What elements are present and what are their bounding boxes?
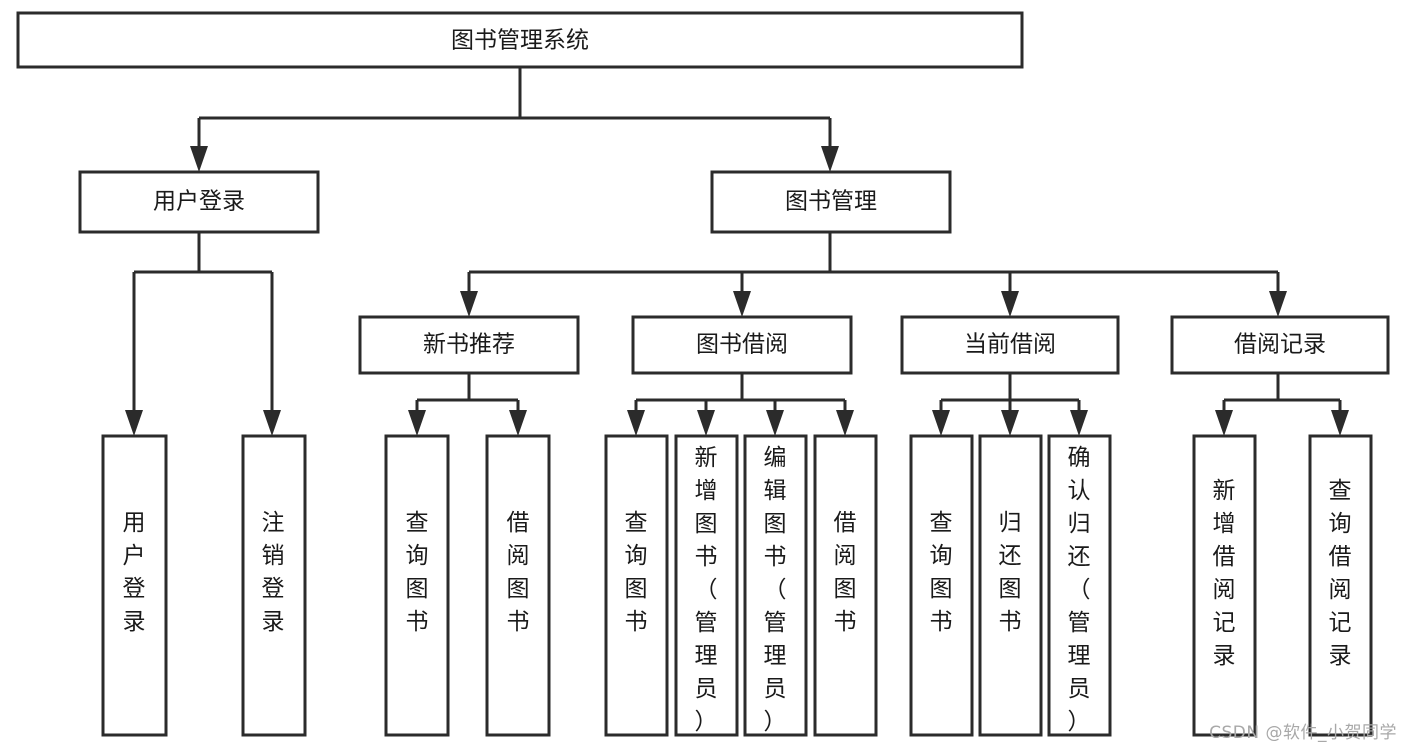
arrow-to-user-login	[190, 146, 208, 172]
node-leaf-borrow-book-1-box[interactable]	[485, 434, 551, 737]
arrow-to-leaf-borrow-book-1	[509, 410, 527, 436]
node-leaf-logout-box[interactable]	[241, 434, 307, 737]
node-leaf-query-record-label: 查询借阅记录	[1329, 478, 1352, 669]
node-leaf-user-login-box[interactable]	[101, 434, 168, 737]
arrow-to-leaf-query-book-2	[627, 410, 645, 436]
node-leaf-add-book-box[interactable]	[674, 434, 739, 737]
node-current-borrow-label: 当前借阅	[964, 332, 1056, 358]
node-leaf-edit-book-box[interactable]	[743, 434, 808, 737]
node-leaf-user-login-label: 用户登录	[123, 510, 146, 635]
arrow-to-leaf-edit-book	[766, 410, 784, 436]
arrow-to-current-borrow	[1001, 291, 1019, 317]
node-leaf-query-book-1-label: 查询图书	[406, 510, 429, 635]
node-book-manage-box[interactable]	[710, 170, 952, 234]
node-leaf-query-book-1-box[interactable]	[384, 434, 450, 737]
node-leaf-add-record-box[interactable]	[1192, 434, 1257, 737]
node-book-manage[interactable]: 图书管理	[710, 170, 952, 234]
node-leaf-borrow-book-1[interactable]: 借阅图书	[485, 434, 551, 737]
arrow-to-leaf-borrow-book-2	[836, 410, 854, 436]
node-borrow-record-box[interactable]	[1170, 315, 1390, 375]
node-current-borrow-box[interactable]	[900, 315, 1120, 375]
node-user-login[interactable]: 用户登录	[78, 170, 320, 234]
node-leaf-confirm-return[interactable]: 确认归还（管理员）	[1047, 434, 1112, 737]
node-leaf-query-record-box[interactable]	[1308, 434, 1373, 737]
node-leaf-borrow-book-2-label: 借阅图书	[834, 510, 857, 635]
node-user-login-label: 用户登录	[153, 189, 245, 215]
node-leaf-return-book-label: 归还图书	[999, 510, 1022, 635]
node-leaf-query-book-3-box[interactable]	[909, 434, 974, 737]
arrow-to-leaf-return-book	[1001, 410, 1019, 436]
arrow-to-leaf-confirm-return	[1070, 410, 1088, 436]
arrow-to-new-book-rec	[460, 291, 478, 317]
node-leaf-query-record[interactable]: 查询借阅记录	[1308, 434, 1373, 737]
node-borrow-record-label: 借阅记录	[1234, 332, 1326, 358]
node-leaf-add-record[interactable]: 新增借阅记录	[1192, 434, 1257, 737]
node-current-borrow[interactable]: 当前借阅	[900, 315, 1120, 375]
node-leaf-borrow-book-2[interactable]: 借阅图书	[813, 434, 878, 737]
arrow-to-leaf-user-login	[125, 410, 143, 436]
node-leaf-add-book[interactable]: 新增图书（管理员）	[674, 434, 739, 737]
node-leaf-logout[interactable]: 注销登录	[241, 434, 307, 737]
node-leaf-user-login[interactable]: 用户登录	[101, 434, 168, 737]
node-borrow-record[interactable]: 借阅记录	[1170, 315, 1390, 375]
arrow-to-book-manage	[821, 146, 839, 172]
node-leaf-query-book-3-label: 查询图书	[930, 510, 953, 635]
node-leaf-query-book-2-label: 查询图书	[625, 510, 648, 635]
node-leaf-query-book-2[interactable]: 查询图书	[604, 434, 669, 737]
node-user-login-box[interactable]	[78, 170, 320, 234]
arrow-to-leaf-add-book	[697, 410, 715, 436]
node-book-borrow-label: 图书借阅	[696, 332, 788, 358]
node-leaf-return-book[interactable]: 归还图书	[978, 434, 1043, 737]
node-new-book-rec-label: 新书推荐	[423, 332, 515, 358]
csdn-watermark: CSDN @软件_小贺同学	[1209, 723, 1397, 743]
node-leaf-query-book-1[interactable]: 查询图书	[384, 434, 450, 737]
node-leaf-borrow-book-1-label: 借阅图书	[507, 510, 530, 635]
arrow-to-leaf-query-book-3	[932, 410, 950, 436]
node-leaf-add-book-label: 新增图书（管理员）	[695, 445, 718, 735]
arrow-to-leaf-query-record	[1331, 410, 1349, 436]
connector-layer	[125, 67, 1349, 436]
node-leaf-edit-book-label: 编辑图书（管理员）	[764, 445, 787, 735]
node-leaf-edit-book[interactable]: 编辑图书（管理员）	[743, 434, 808, 737]
node-leaf-confirm-return-label: 确认归还（管理员）	[1068, 445, 1091, 735]
arrow-to-leaf-add-record	[1215, 410, 1233, 436]
arrow-to-leaf-query-book-1	[408, 410, 426, 436]
node-leaf-logout-label: 注销登录	[262, 510, 285, 635]
node-book-borrow[interactable]: 图书借阅	[631, 315, 853, 375]
node-new-book-rec-box[interactable]	[358, 315, 580, 375]
node-leaf-return-book-box[interactable]	[978, 434, 1043, 737]
node-leaf-add-record-label: 新增借阅记录	[1213, 478, 1236, 669]
node-leaf-confirm-return-box[interactable]	[1047, 434, 1112, 737]
node-book-manage-label: 图书管理	[785, 189, 877, 215]
arrow-to-borrow-record	[1269, 291, 1287, 317]
node-root[interactable]: 图书管理系统	[16, 11, 1024, 69]
node-book-borrow-box[interactable]	[631, 315, 853, 375]
node-leaf-query-book-3[interactable]: 查询图书	[909, 434, 974, 737]
node-leaf-borrow-book-2-box[interactable]	[813, 434, 878, 737]
arrow-to-book-borrow	[733, 291, 751, 317]
node-root-box[interactable]	[16, 11, 1024, 69]
node-new-book-rec[interactable]: 新书推荐	[358, 315, 580, 375]
arrow-to-leaf-logout	[263, 410, 281, 436]
node-root-label: 图书管理系统	[451, 28, 589, 54]
node-leaf-query-book-2-box[interactable]	[604, 434, 669, 737]
